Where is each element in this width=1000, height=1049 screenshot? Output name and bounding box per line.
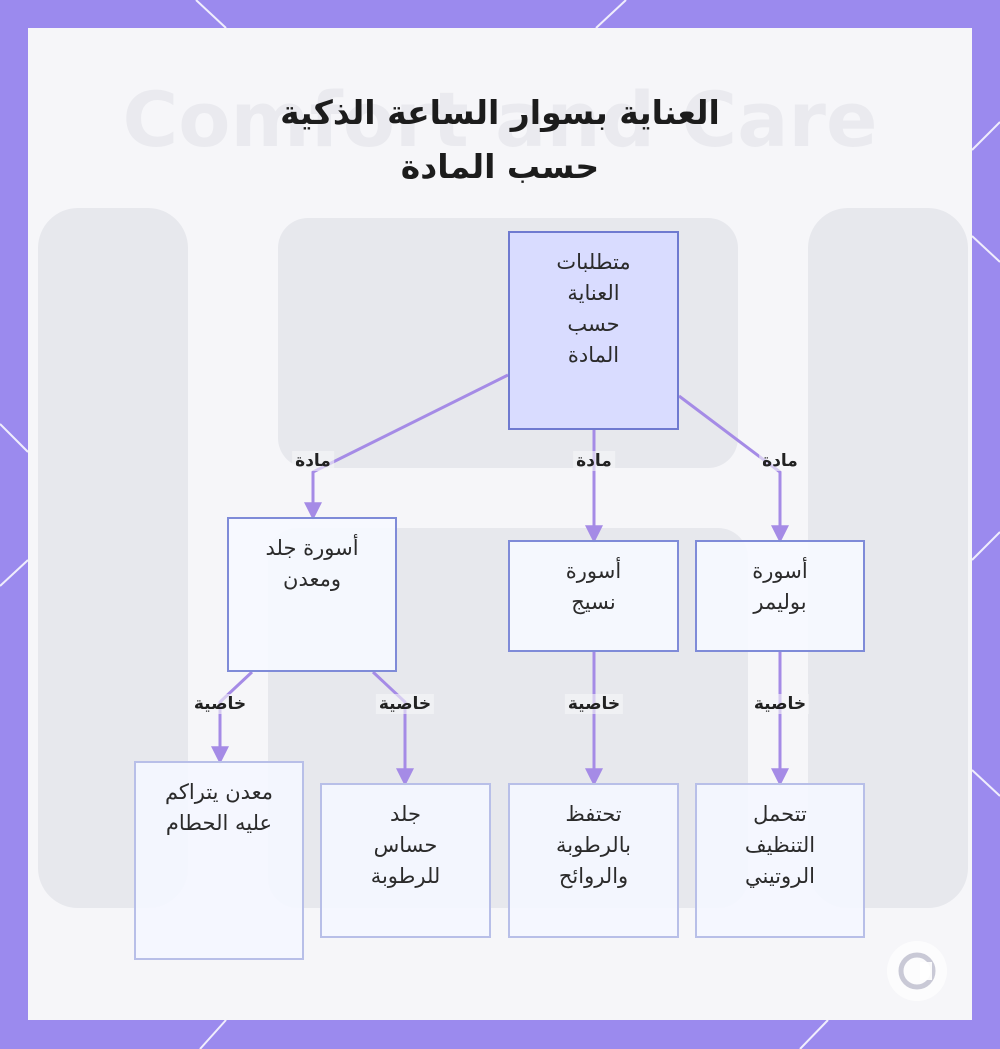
property-node-label: معدن يتراكم عليه الحطام (164, 780, 274, 835)
material-node-label: أسورة بوليمر (752, 559, 808, 614)
watermark-text: Comfort and Care (122, 75, 877, 164)
property-node-polymer-cleaning: تتحمل التنظيف الروتيني (695, 783, 865, 938)
material-node-label: أسورة نسيج (565, 559, 622, 614)
material-node-polymer: أسورة بوليمر (695, 540, 865, 652)
edge-label-property: خاصية (190, 694, 250, 714)
edge-root-leather (304, 373, 509, 521)
property-node-label: تحتفظ بالرطوبة والروائح (556, 802, 631, 888)
property-node-leather-moisture: جلد حساس للرطوبة (320, 783, 491, 938)
title-line-1: العناية بسوار الساعة الذكية (280, 93, 720, 132)
edge-label-property: خاصية (375, 694, 435, 714)
edge-root-polymer (678, 394, 789, 544)
property-node-fabric-odor: تحتفظ بالرطوبة والروائح (508, 783, 679, 938)
material-node-fabric: أسورة نسيج (508, 540, 679, 652)
property-node-label: تتحمل التنظيف الروتيني (744, 802, 816, 888)
edge-leather-metal (211, 670, 254, 765)
edge-label-material: مادة (573, 451, 615, 471)
edge-label-property: خاصية (750, 694, 810, 714)
material-node-leather-metal: أسورة جلد ومعدن (227, 517, 397, 672)
edge-label-material: مادة (759, 451, 801, 471)
title-line-2: حسب المادة (400, 147, 600, 186)
property-node-metal-debris: معدن يتراكم عليه الحطام (134, 761, 304, 960)
diagram-title: العناية بسوار الساعة الذكية حسب المادة (0, 86, 1000, 194)
material-node-label: أسورة جلد ومعدن (265, 536, 359, 591)
property-node-label: جلد حساس للرطوبة (370, 802, 441, 888)
edge-leather-skin (371, 670, 414, 787)
root-node-label: متطلبات العناية حسب المادة (556, 250, 631, 367)
root-node: متطلبات العناية حسب المادة (508, 231, 679, 430)
brand-logo-icon (887, 941, 947, 1001)
edge-label-property: خاصية (564, 694, 624, 714)
edge-label-material: مادة (292, 451, 334, 471)
